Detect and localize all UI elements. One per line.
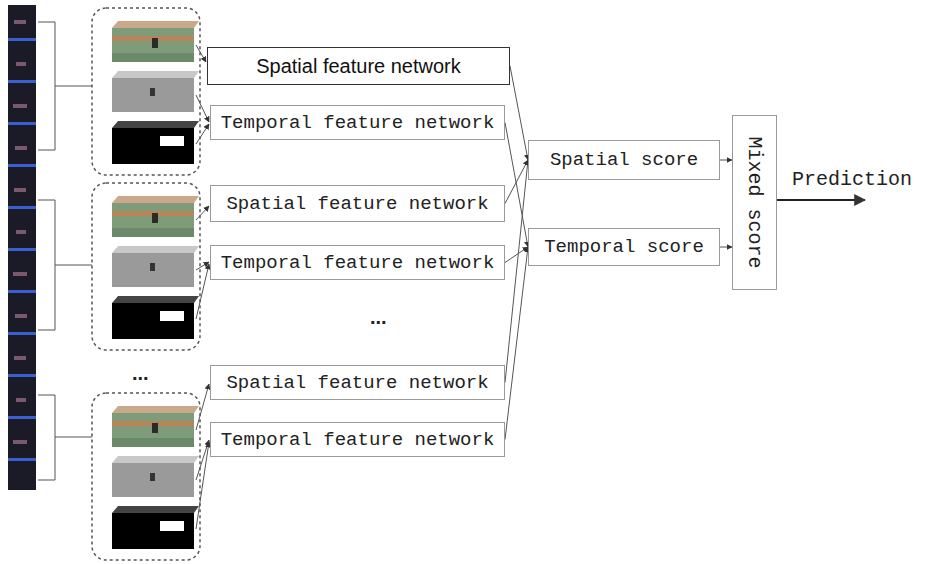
network-box: Temporal feature network (210, 105, 505, 140)
box-label: Spatial feature network (226, 372, 488, 394)
output-label: Prediction (792, 168, 912, 191)
box-label: Spatial score (550, 149, 698, 171)
box-label: Spatial feature network (226, 193, 488, 215)
network-box: Temporal feature network (210, 422, 505, 457)
network-box: Spatial feature network (210, 365, 505, 400)
network-box: Temporal feature network (210, 245, 505, 280)
ellipsis-mark: ... (132, 362, 149, 385)
box-label: Temporal feature network (221, 112, 495, 134)
connector-arrow (505, 160, 528, 383)
network-box: Spatial feature network (207, 47, 510, 85)
connector-arrow (505, 247, 528, 440)
score-box: Temporal score (528, 228, 720, 266)
score-box: Mixed score (732, 115, 777, 290)
box-label: Spatial feature network (256, 55, 461, 78)
box-label: Mixed score (743, 136, 766, 268)
connector-arrow (510, 66, 528, 160)
network-box: Spatial feature network (210, 185, 505, 222)
box-label: Temporal feature network (221, 252, 495, 274)
ellipsis-mark: ... (370, 306, 387, 329)
connector-arrow (720, 160, 732, 161)
box-label: Temporal score (544, 236, 704, 258)
connector-arrow (505, 123, 528, 248)
score-box: Spatial score (528, 140, 720, 180)
connector-arrow (720, 247, 732, 248)
box-label: Temporal feature network (221, 429, 495, 451)
connector-arrow (505, 247, 528, 263)
